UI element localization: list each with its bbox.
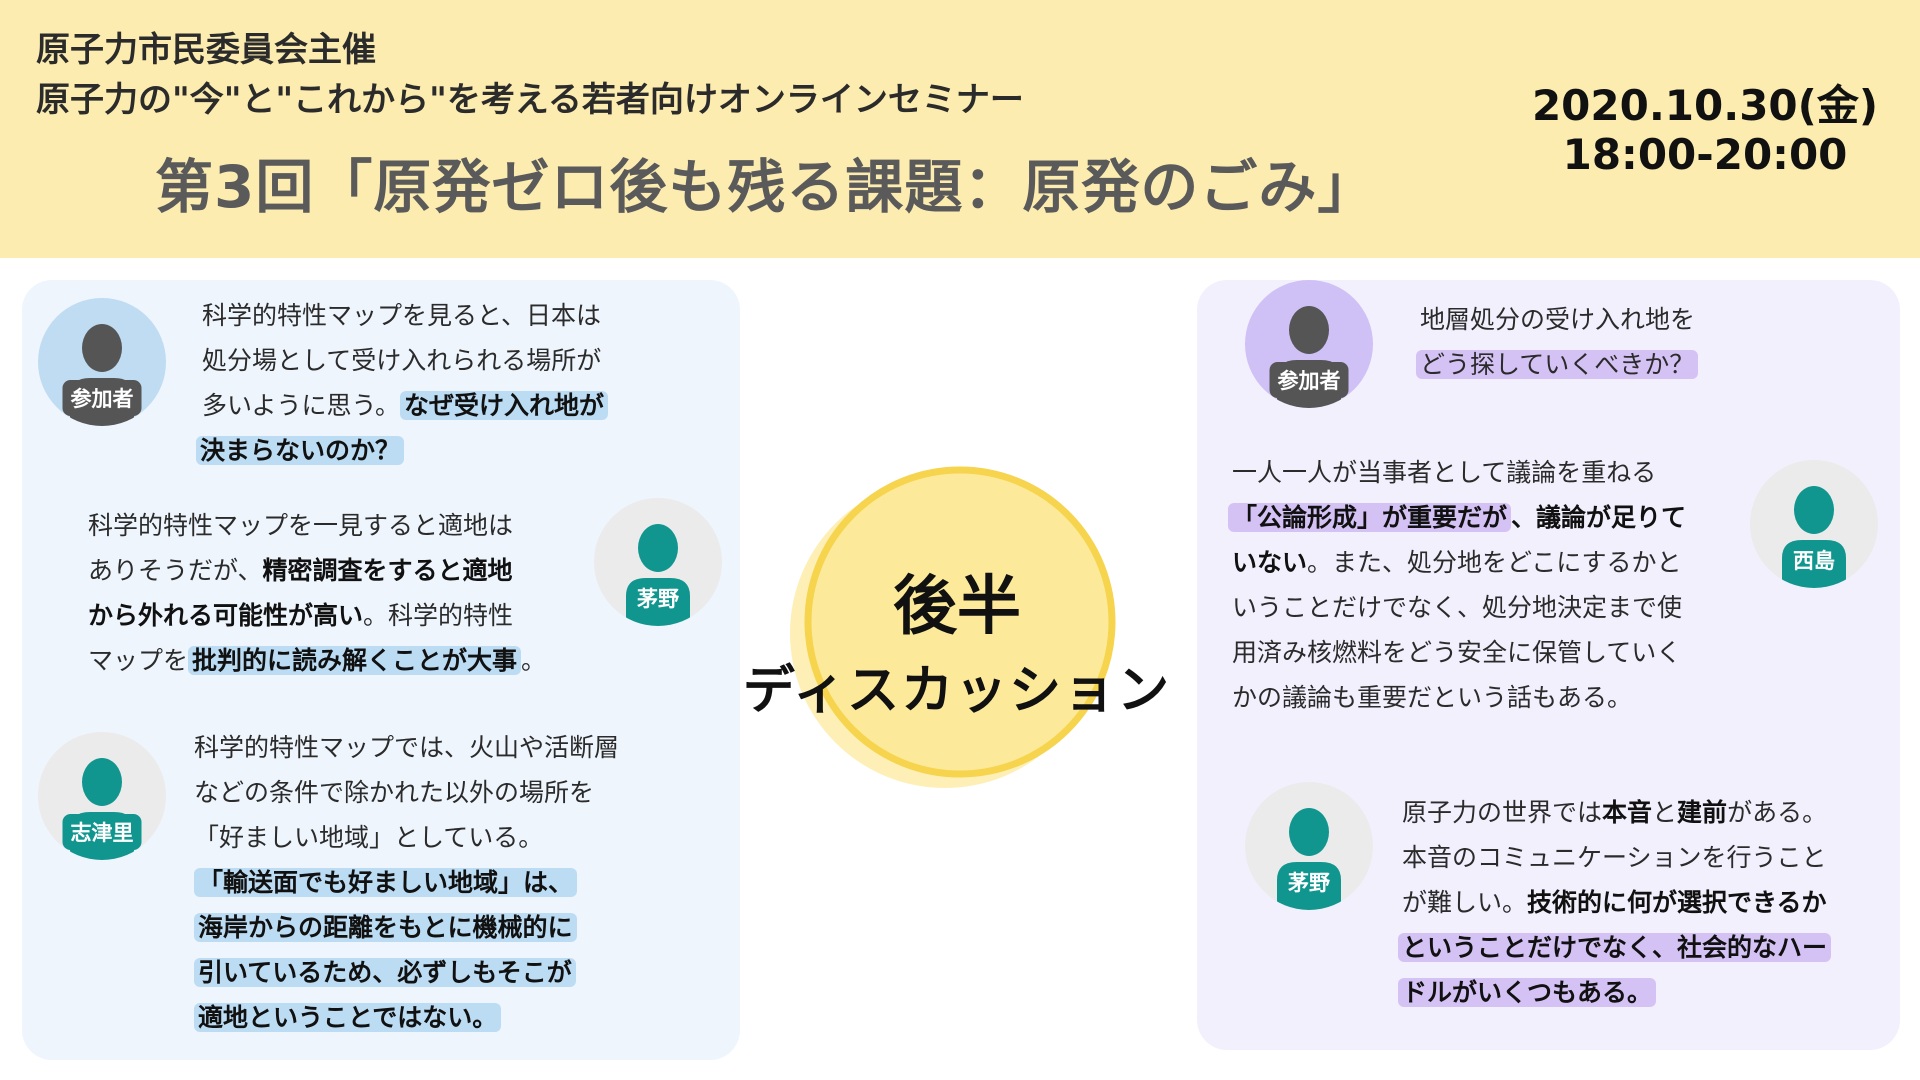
event-date: 2020.10.30(金) [1531,81,1879,130]
nishijima-avatar: 西島 [1750,460,1878,588]
bold-text: 精密調査をすると適地 [262,556,513,585]
highlight-text: なぜ受け入れ地が [400,391,609,420]
text-line: 科学的特性マップを一見すると適地は [88,511,514,540]
left-question-text: 科学的特性マップを見ると、日本は 処分場として受け入れられる場所が 多いように思… [196,293,609,473]
left-answer-kayano-text: 科学的特性マップを一見すると適地は ありそうだが、精密調査をすると適地 から外れ… [88,503,546,683]
text-line: 。科学的特性 [363,601,514,630]
text-line: 「好ましい地域」としている。 [194,823,544,852]
highlight-text: 適地ということではない。 [194,1003,502,1032]
text-line: 多いように思う。 [202,391,401,420]
avatar-label: 参加者 [62,380,142,416]
highlight-text: ドルがいくつもある。 [1398,978,1657,1007]
right-answer-nishijima-text: 一人一人が当事者として議論を重ねる 「公論形成」が重要だが、議論が足りて いない… [1228,450,1687,720]
text-line: いうことだけでなく、処分地決定まで使 [1232,593,1683,622]
bold-text: 技術的に何が選択できるか [1527,888,1827,917]
text-line: 科学的特性マップでは、火山や活断層 [194,733,620,762]
text-line: がある。 [1727,798,1828,827]
highlight-text: 決まらないのか？ [196,436,405,465]
highlight-text: 引いているため、必ずしもそこが [194,958,576,987]
text-line: かの議論も重要だという話もある。 [1232,683,1633,712]
avatar-label: 茅野 [629,580,687,616]
highlight-text: ということだけでなく、社会的なハー [1398,933,1832,962]
text-line: 。 [521,646,547,675]
right-question-text: 地層処分の受け入れ地を どう探していくべきか？ [1416,297,1699,387]
text-line: 本音のコミュニケーションを行うこと [1402,843,1827,872]
avatar-label: 志津里 [62,814,142,850]
highlight-text: 海岸からの距離をもとに機械的に [194,913,577,942]
bold-text: 、議論が足りて [1511,503,1687,532]
text-line: 原子力の世界では [1402,798,1603,827]
center-title: 後半 [893,570,1021,644]
center-subtitle: ディスカッション [742,661,1172,721]
header-banner: 原子力市民委員会主催 原子力の"今"と"これから"を考える若者向けオンラインセミ… [0,0,1920,258]
avatar-label: 茅野 [1280,864,1338,900]
page-title: 第3回「原発ゼロ後も残る課題：原発のごみ」 [155,153,1377,221]
kayano-avatar: 茅野 [1245,782,1373,910]
participant-avatar: 参加者 [38,298,166,426]
highlight-text: 「輸送面でも好ましい地域」は、 [194,868,578,897]
bold-text: から外れる可能性が高い [88,601,364,630]
text-line: 。また、処分地をどこにするかと [1307,548,1682,577]
text-line: が難しい。 [1402,888,1528,917]
text-line: 科学的特性マップを見ると、日本は [202,301,602,330]
highlight-text: 「公論形成」が重要だが [1228,503,1512,532]
highlight-text: 批判的に読み解くことが大事 [188,646,522,675]
left-answer-shizuri-text: 科学的特性マップでは、火山や活断層 などの条件で除かれた以外の場所を 「好ましい… [194,725,619,1040]
event-time: 18:00-20:00 [1562,130,1848,179]
organizer-text: 原子力市民委員会主催 [36,30,376,70]
shizuri-avatar: 志津里 [38,732,166,860]
text-line: と [1652,798,1678,827]
kayano-avatar: 茅野 [594,498,722,626]
text-line: などの条件で除かれた以外の場所を [194,778,595,807]
bold-text: いない [1232,548,1308,577]
text-line: マップを [88,646,189,675]
text-line: 処分場として受け入れられる場所が [202,346,602,375]
right-answer-kayano-text: 原子力の世界では本音と建前がある。 本音のコミュニケーションを行うこと が難しい… [1398,790,1832,1015]
text-line: 地層処分の受け入れ地を [1420,305,1696,334]
text-line: ありそうだが、 [88,556,263,585]
highlight-text: どう探していくべきか？ [1416,350,1699,379]
text-line: 用済み核燃料をどう安全に保管していく [1232,638,1682,667]
text-line: 一人一人が当事者として議論を重ねる [1232,458,1657,487]
series-title: 原子力の"今"と"これから"を考える若者向けオンラインセミナー [36,80,1024,120]
participant-avatar: 参加者 [1245,280,1373,408]
bold-text: 本音 [1602,798,1653,827]
avatar-label: 西島 [1785,542,1843,578]
right-discussion-panel [1197,280,1900,1050]
bold-text: 建前 [1677,798,1728,827]
avatar-label: 参加者 [1269,362,1349,398]
